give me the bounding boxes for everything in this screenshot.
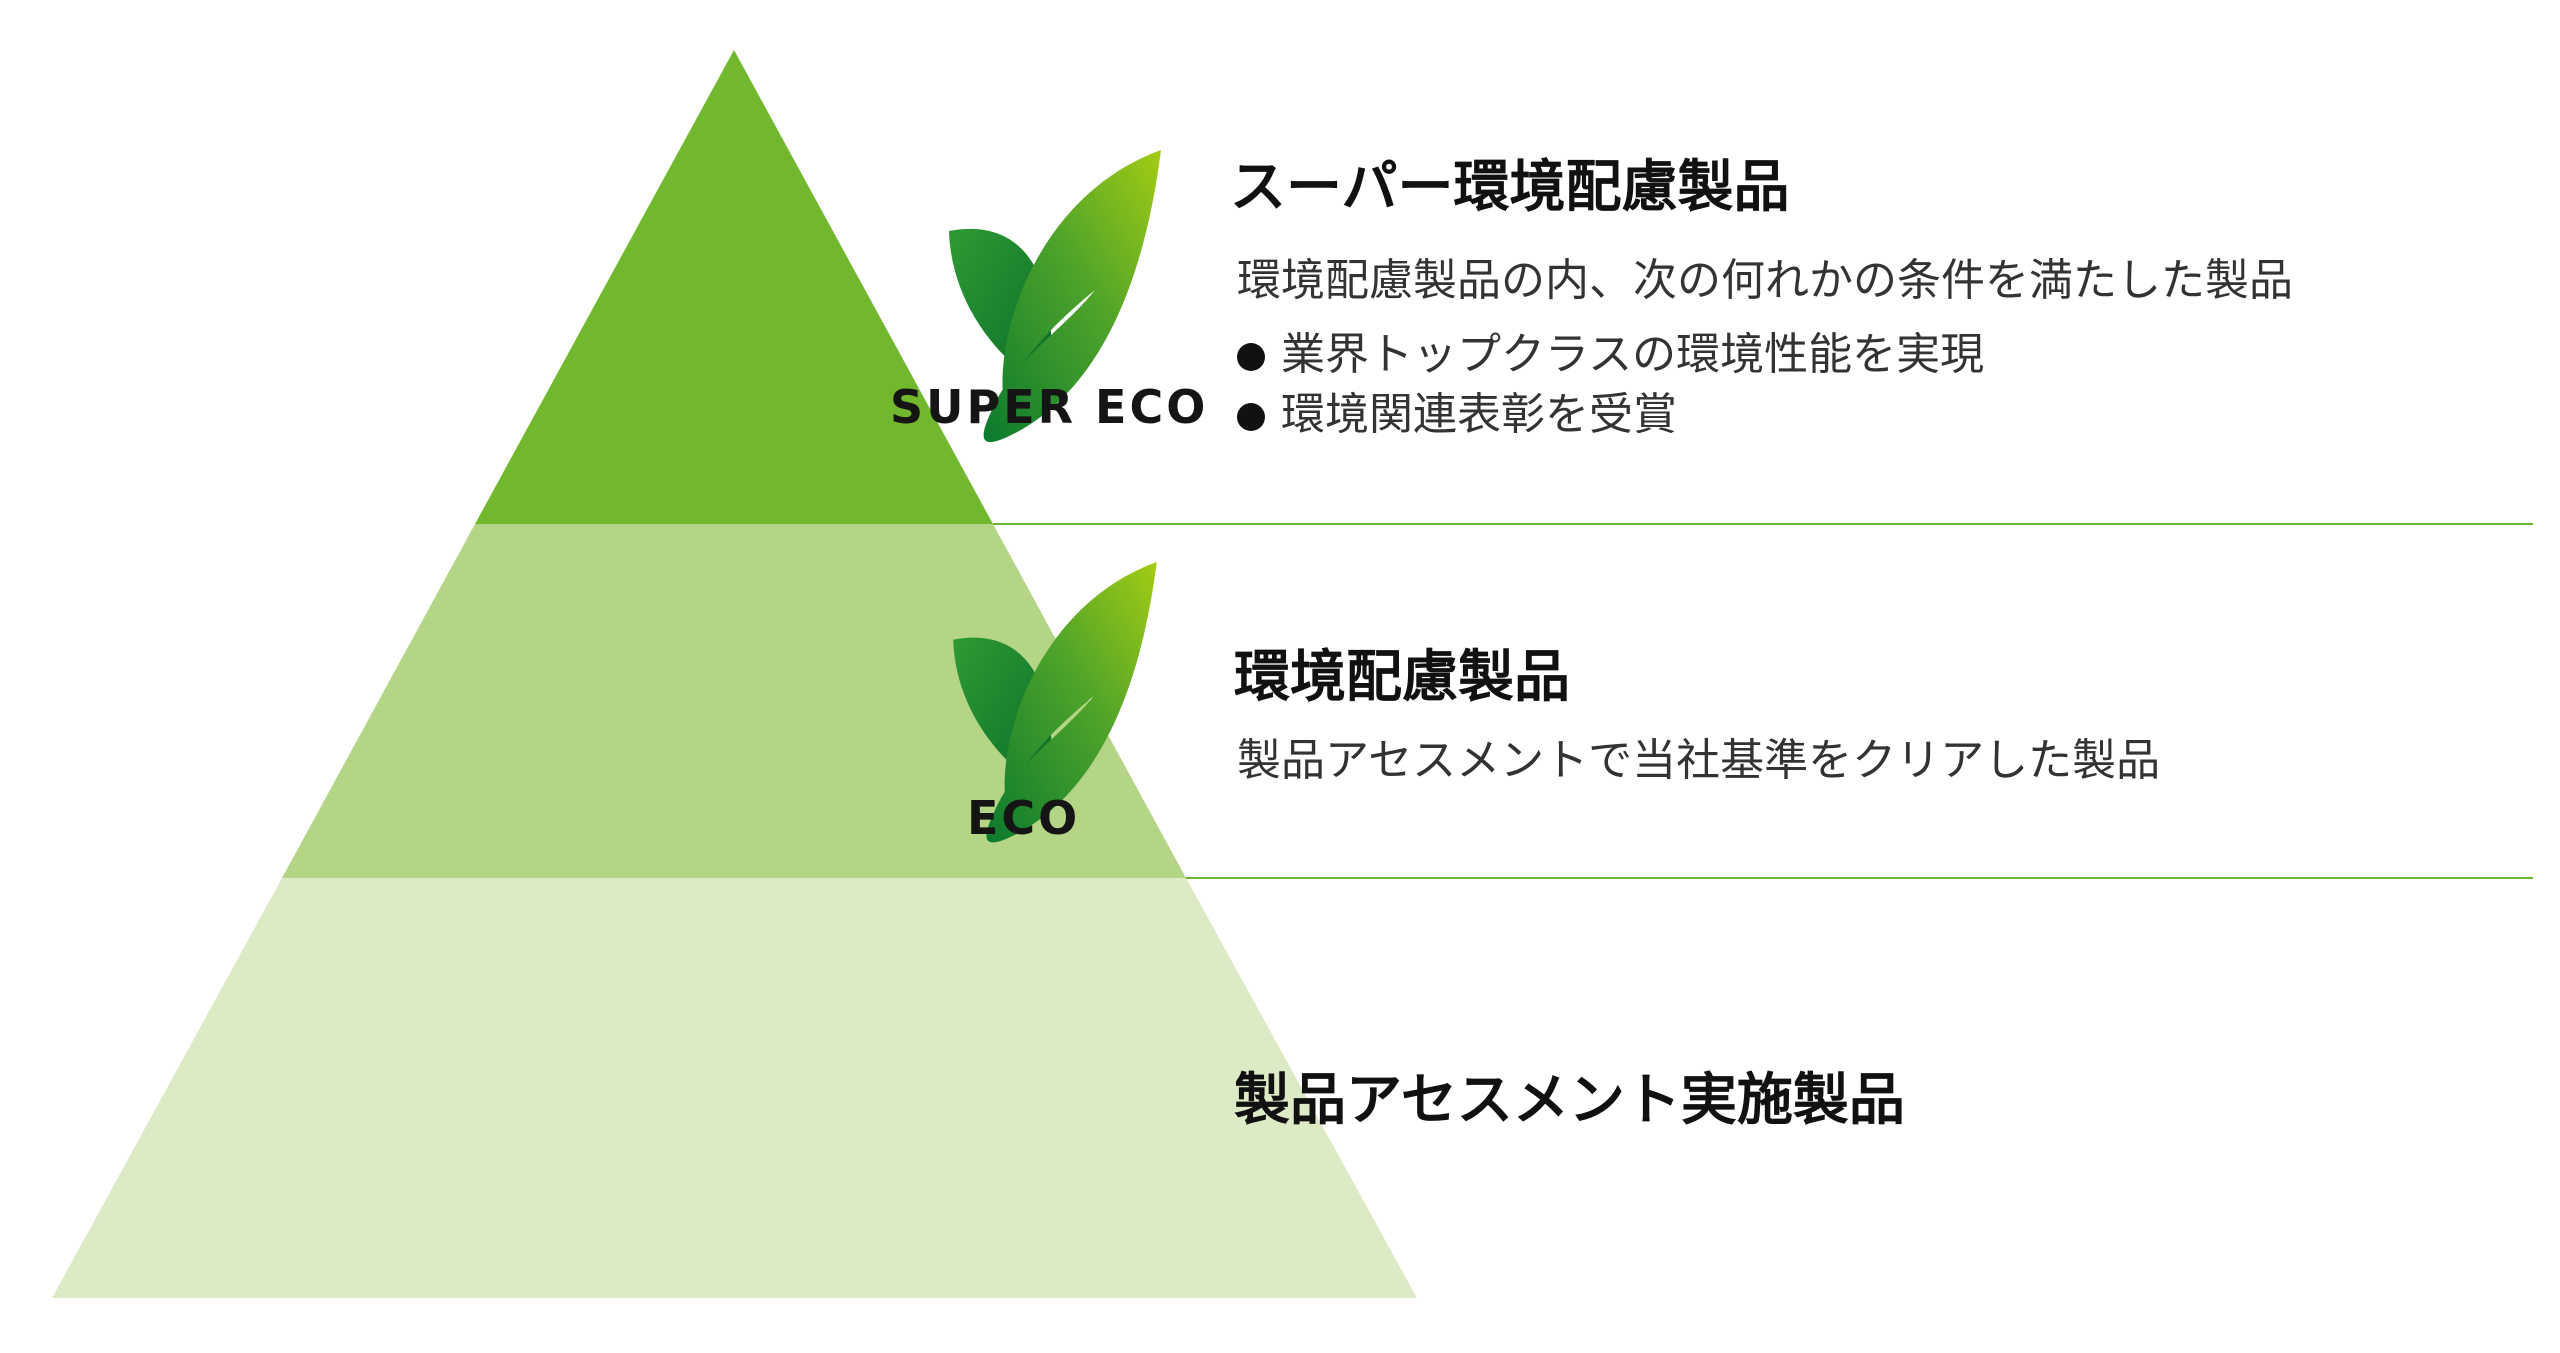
pyramid-tier-middle <box>282 524 1186 878</box>
bullet-dot <box>1237 343 1265 371</box>
eco-logo-label: ECO <box>967 791 1081 845</box>
tier-description-eco: 製品アセスメントで当社基準をクリアした製品 <box>1237 735 2161 786</box>
super-eco-logo-label: SUPER ECO <box>890 380 1209 434</box>
tier-description-super-eco: 環境配慮製品の内、次の何れかの条件を満たした製品 <box>1237 255 2293 306</box>
super-eco-conditions-list: 業界トップクラスの環境性能を実現 環境関連表彰を受賞 <box>1237 325 1984 445</box>
tier-title-super-eco: スーパー環境配慮製品 <box>1230 155 1790 220</box>
tier-title-assessed: 製品アセスメント実施製品 <box>1234 1068 1905 1133</box>
bullet-dot <box>1237 403 1265 431</box>
condition-text: 環境関連表彰を受賞 <box>1281 389 1677 440</box>
list-item: 業界トップクラスの環境性能を実現 <box>1237 325 1984 385</box>
list-item: 環境関連表彰を受賞 <box>1237 385 1984 445</box>
tier-title-eco: 環境配慮製品 <box>1234 645 1570 710</box>
pyramid-tier-top <box>475 50 993 524</box>
condition-text: 業界トップクラスの環境性能を実現 <box>1281 329 1985 380</box>
pyramid-tier-bottom <box>52 878 1417 1298</box>
